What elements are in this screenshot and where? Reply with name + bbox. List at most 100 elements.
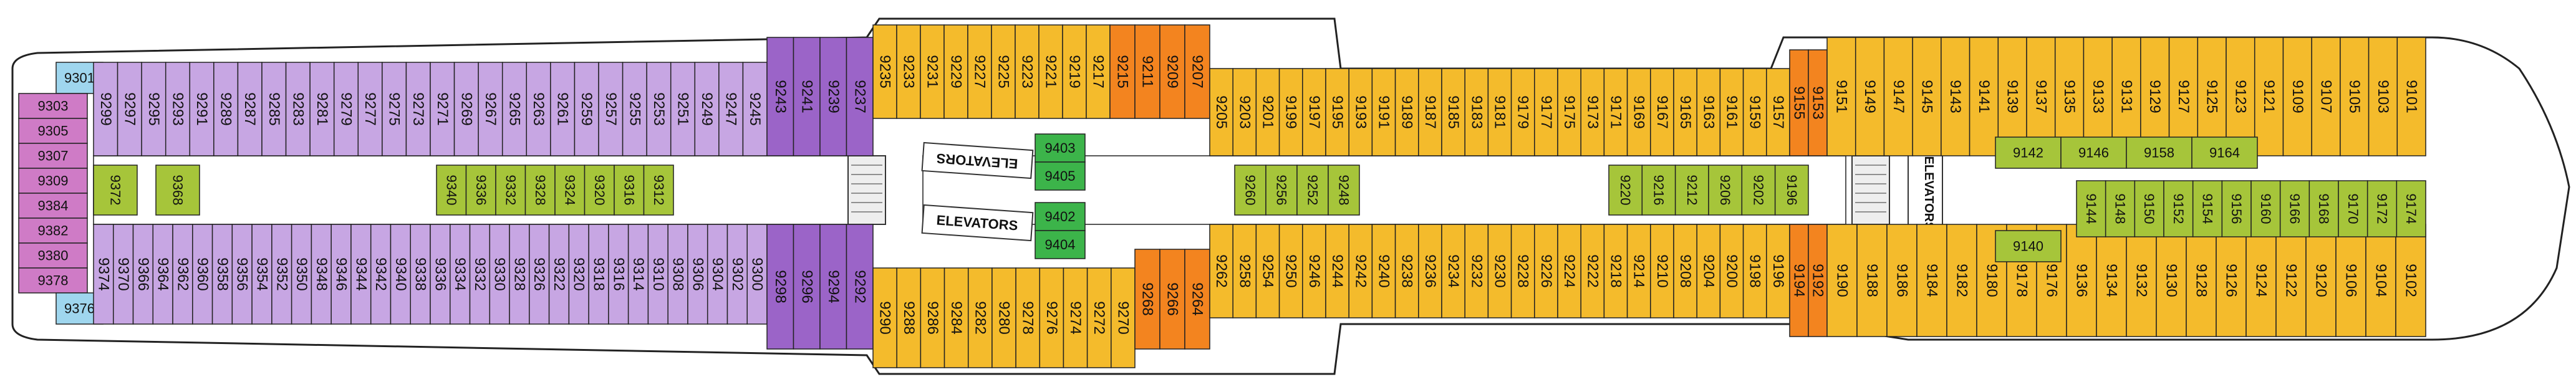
cabin-9266[interactable]: 9266 <box>1159 249 1185 350</box>
cabin-9186[interactable]: 9186 <box>1886 224 1918 337</box>
cabin-9105[interactable]: 9105 <box>2340 37 2370 156</box>
cabin-9227[interactable]: 9227 <box>967 24 992 119</box>
cabin-9147[interactable]: 9147 <box>1883 37 1913 156</box>
cabin-9203[interactable]: 9203 <box>1232 68 1257 156</box>
cabin-9221[interactable]: 9221 <box>1038 24 1063 119</box>
cabin-9298[interactable]: 9298 <box>766 224 794 350</box>
cabin-9191[interactable]: 9191 <box>1371 68 1396 156</box>
cabin-9374[interactable]: 9374 <box>93 224 114 325</box>
cabin-9270[interactable]: 9270 <box>1111 267 1136 368</box>
cabin-9274[interactable]: 9274 <box>1063 267 1088 368</box>
cabin-9204[interactable]: 9204 <box>1696 224 1721 318</box>
cabin-9354[interactable]: 9354 <box>251 224 273 325</box>
cabin-9179[interactable]: 9179 <box>1510 68 1535 156</box>
cabin-9215[interactable]: 9215 <box>1109 24 1136 119</box>
cabin-9330[interactable]: 9330 <box>489 224 510 325</box>
cabin-9202[interactable]: 9202 <box>1741 165 1776 216</box>
cabin-9219[interactable]: 9219 <box>1062 24 1087 119</box>
cabin-9350[interactable]: 9350 <box>291 224 312 325</box>
cabin-9278[interactable]: 9278 <box>1015 267 1041 368</box>
cabin-9318[interactable]: 9318 <box>588 224 609 325</box>
cabin-9148[interactable]: 9148 <box>2105 180 2136 237</box>
cabin-9262[interactable]: 9262 <box>1209 224 1233 318</box>
cabin-9175[interactable]: 9175 <box>1557 68 1581 156</box>
cabin-9238[interactable]: 9238 <box>1394 224 1419 318</box>
cabin-9233[interactable]: 9233 <box>896 24 921 119</box>
cabin-9254[interactable]: 9254 <box>1255 224 1280 318</box>
cabin-9146[interactable]: 9146 <box>2060 136 2127 169</box>
cabin-9340[interactable]: 9340 <box>436 165 467 216</box>
cabin-9328[interactable]: 9328 <box>524 165 556 216</box>
cabin-9185[interactable]: 9185 <box>1441 68 1465 156</box>
cabin-9139[interactable]: 9139 <box>1997 37 2027 156</box>
cabin-9133[interactable]: 9133 <box>2083 37 2113 156</box>
cabin-9142[interactable]: 9142 <box>1995 136 2062 169</box>
cabin-9193[interactable]: 9193 <box>1348 68 1373 156</box>
cabin-9211[interactable]: 9211 <box>1134 24 1160 119</box>
cabin-9249[interactable]: 9249 <box>694 62 720 156</box>
cabin-9151[interactable]: 9151 <box>1826 37 1856 156</box>
cabin-9285[interactable]: 9285 <box>261 62 287 156</box>
cabin-9261[interactable]: 9261 <box>550 62 576 156</box>
cabin-9167[interactable]: 9167 <box>1650 68 1674 156</box>
cabin-9195[interactable]: 9195 <box>1325 68 1349 156</box>
cabin-9224[interactable]: 9224 <box>1557 224 1581 318</box>
cabin-9289[interactable]: 9289 <box>213 62 239 156</box>
cabin-9141[interactable]: 9141 <box>1969 37 1999 156</box>
cabin-9212[interactable]: 9212 <box>1674 165 1709 216</box>
cabin-9126[interactable]: 9126 <box>2216 224 2247 337</box>
cabin-9299[interactable]: 9299 <box>93 62 118 156</box>
cabin-9300[interactable]: 9300 <box>746 224 768 325</box>
cabin-9164[interactable]: 9164 <box>2191 136 2258 169</box>
cabin-9243[interactable]: 9243 <box>766 37 794 156</box>
cabin-9312[interactable]: 9312 <box>643 165 674 216</box>
cabin-9279[interactable]: 9279 <box>333 62 359 156</box>
cabin-9131[interactable]: 9131 <box>2111 37 2141 156</box>
cabin-9199[interactable]: 9199 <box>1278 68 1303 156</box>
cabin-9218[interactable]: 9218 <box>1603 224 1628 318</box>
cabin-9143[interactable]: 9143 <box>1941 37 1971 156</box>
cabin-9170[interactable]: 9170 <box>2338 180 2368 237</box>
cabin-9267[interactable]: 9267 <box>478 62 503 156</box>
cabin-9153[interactable]: 9153 <box>1808 49 1828 156</box>
cabin-9104[interactable]: 9104 <box>2365 224 2396 337</box>
cabin-9229[interactable]: 9229 <box>943 24 968 119</box>
cabin-9269[interactable]: 9269 <box>453 62 479 156</box>
cabin-9344[interactable]: 9344 <box>350 224 372 325</box>
cabin-9144[interactable]: 9144 <box>2076 180 2106 237</box>
cabin-9366[interactable]: 9366 <box>132 224 154 325</box>
cabin-9173[interactable]: 9173 <box>1580 68 1605 156</box>
cabin-9127[interactable]: 9127 <box>2168 37 2199 156</box>
cabin-9192[interactable]: 9192 <box>1808 224 1828 337</box>
cabin-9152[interactable]: 9152 <box>2163 180 2194 237</box>
cabin-9320[interactable]: 9320 <box>584 165 615 216</box>
cabin-9308[interactable]: 9308 <box>667 224 688 325</box>
cabin-9336[interactable]: 9336 <box>465 165 496 216</box>
cabin-9220[interactable]: 9220 <box>1608 165 1643 216</box>
cabin-9310[interactable]: 9310 <box>647 224 668 325</box>
cabin-9338[interactable]: 9338 <box>410 224 431 325</box>
cabin-9342[interactable]: 9342 <box>370 224 392 325</box>
cabin-9208[interactable]: 9208 <box>1673 224 1697 318</box>
cabin-9348[interactable]: 9348 <box>311 224 332 325</box>
cabin-9294[interactable]: 9294 <box>819 224 847 350</box>
cabin-9382[interactable]: 9382 <box>18 218 88 244</box>
cabin-9135[interactable]: 9135 <box>2054 37 2085 156</box>
cabin-9316[interactable]: 9316 <box>614 165 645 216</box>
cabin-9322[interactable]: 9322 <box>548 224 570 325</box>
cabin-9283[interactable]: 9283 <box>285 62 311 156</box>
cabin-9169[interactable]: 9169 <box>1626 68 1651 156</box>
cabin-9290[interactable]: 9290 <box>872 267 897 368</box>
cabin-9106[interactable]: 9106 <box>2335 224 2366 337</box>
cabin-9231[interactable]: 9231 <box>920 24 945 119</box>
cabin-9145[interactable]: 9145 <box>1912 37 1942 156</box>
cabin-9362[interactable]: 9362 <box>172 224 193 325</box>
cabin-9130[interactable]: 9130 <box>2156 224 2187 337</box>
cabin-9207[interactable]: 9207 <box>1184 24 1210 119</box>
cabin-9239[interactable]: 9239 <box>819 37 847 156</box>
cabin-9370[interactable]: 9370 <box>113 224 134 325</box>
cabin-9182[interactable]: 9182 <box>1946 224 1977 337</box>
cabin-9241[interactable]: 9241 <box>793 37 821 156</box>
cabin-9314[interactable]: 9314 <box>627 224 649 325</box>
cabin-9328[interactable]: 9328 <box>509 224 530 325</box>
